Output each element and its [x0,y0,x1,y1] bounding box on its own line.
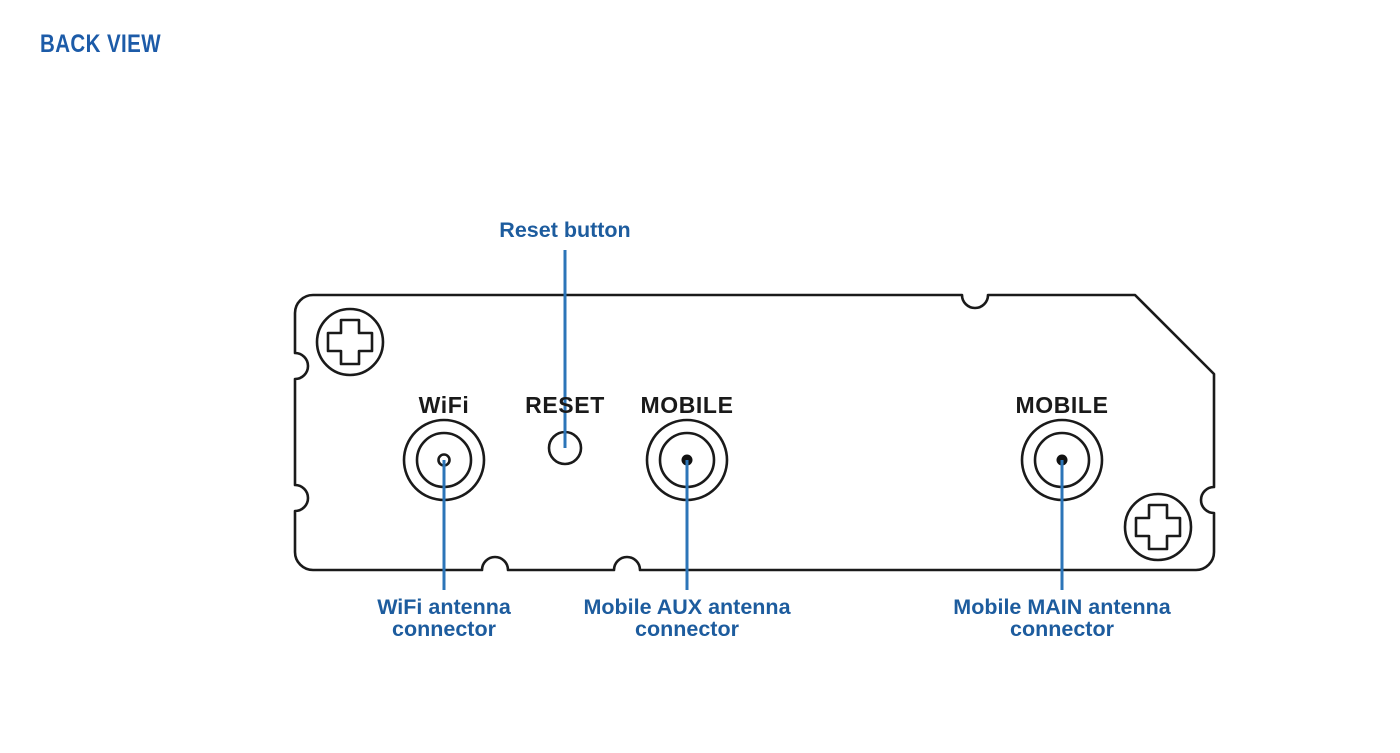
callout-wifi-antenna-connector: WiFi antenna connector [377,596,511,640]
port-label-mobile-aux: MOBILE [640,392,734,418]
callout-line: Mobile AUX antenna [583,595,791,619]
screw-bottom-right [1123,492,1193,562]
port-label-mobile-main: MOBILE [1015,392,1109,418]
callout-line: WiFi antenna [377,595,511,619]
callout-mobile-main-antenna-connector: Mobile MAIN antenna connector [953,596,1170,640]
callout-mobile-aux-antenna-connector: Mobile AUX antenna connector [583,596,790,640]
screw-top-left [315,307,385,377]
port-label-wifi: WiFi [418,392,470,418]
callout-line: Mobile MAIN antenna [953,595,1171,619]
device-enclosure-outline [293,293,1216,572]
callout-line: connector [635,617,739,641]
callout-line: Reset button [499,218,631,242]
callout-line: connector [392,617,496,641]
port-label-reset: RESET [525,392,605,418]
page-title: BACK VIEW [40,30,162,58]
callout-line: connector [1010,617,1114,641]
callout-reset-button: Reset button [499,219,630,241]
callout-leader-lines [442,250,1064,590]
